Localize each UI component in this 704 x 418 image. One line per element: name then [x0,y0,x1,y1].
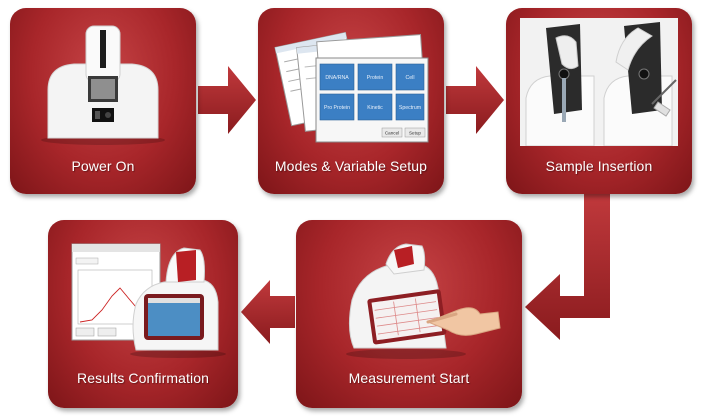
flow-arrow-icon [241,280,295,344]
screen-footer-label: Setup [409,131,421,136]
screen-mode-button [357,63,393,91]
screen-mode-label: DNA/RNA [325,75,349,81]
step-modes-setup: DNA/RNA Protein Cell Pro Protein Kinetic… [258,8,444,194]
step-power-on: Power On [10,8,196,194]
screen-mode-button [319,63,355,91]
flow-arrow-icon [525,194,610,340]
screen-mode-label: Cell [406,75,415,81]
step-label: Measurement Start [348,370,470,386]
setup-screens-icon: DNA/RNA Protein Cell Pro Protein Kinetic… [274,31,429,143]
screen-mode-label: Protein [367,75,384,81]
step-label: Results Confirmation [77,370,209,386]
screen-mode-button [357,93,393,121]
screen-mode-button [395,93,425,121]
step-label: Modes & Variable Setup [274,158,428,174]
power-on-device-icon [41,25,165,145]
results-device-icon [71,243,226,358]
step-label: Sample Insertion [545,158,653,174]
sample-insertion-icon [520,18,678,146]
flow-arrow-icon [198,66,256,134]
screen-mode-button [395,63,425,91]
step-measurement-start: Measurement Start [296,220,522,408]
screen-mode-button [319,93,355,121]
flow-arrow-icon [446,66,504,134]
step-results-confirmation: Results Confirmation [48,220,238,408]
screen-mode-label: Pro Protein [324,105,350,111]
screen-mode-label: Kinetic [367,105,383,111]
measurement-device-icon [346,243,501,359]
step-label: Power On [71,158,135,174]
screen-footer-label: Cancel [385,131,399,136]
screen-mode-label: Spectrum [399,105,421,111]
step-sample-insertion: Sample Insertion [506,8,692,194]
